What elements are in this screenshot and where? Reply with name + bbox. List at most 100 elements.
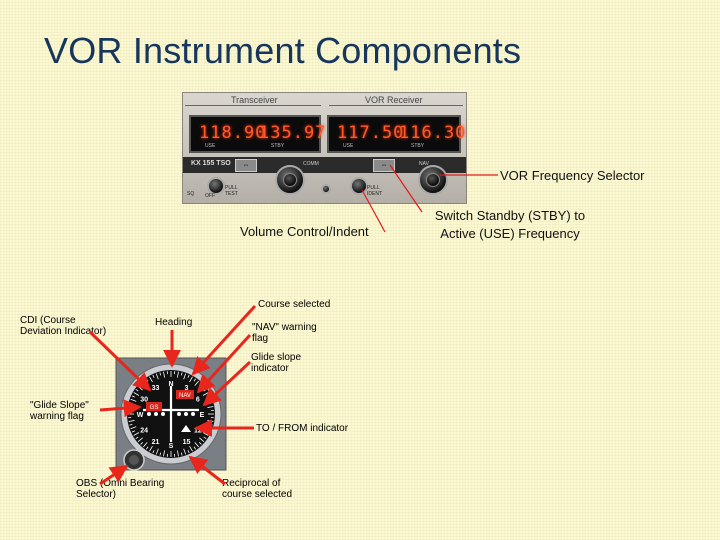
- slide-title: VOR Instrument Components: [44, 30, 522, 71]
- compass-tick: [189, 376, 193, 383]
- obs-knob[interactable]: [123, 449, 145, 471]
- com-frequency-knob[interactable]: [275, 165, 305, 195]
- compass-tick: [207, 406, 214, 408]
- glide-slope-indicator-label: Glide slope indicator: [251, 352, 302, 374]
- compass-tick: [128, 420, 135, 422]
- transceiver-label: Transceiver: [231, 95, 278, 105]
- com-volume-knob[interactable]: [207, 177, 225, 195]
- cdi-arrow: [88, 330, 152, 392]
- compass-tick: [202, 432, 209, 436]
- compass-mark: 21: [152, 439, 160, 446]
- compass-tick: [137, 386, 143, 391]
- compass-tick: [203, 389, 207, 392]
- compass-tick: [177, 371, 179, 378]
- nav-display: 117.50 116.30 USE STBY: [327, 115, 465, 153]
- compass-mark: N: [168, 381, 173, 388]
- compass-tick: [202, 392, 209, 396]
- transceiver-divider: [185, 105, 321, 106]
- off-label: OFF: [205, 193, 215, 199]
- volume-control-callout: Volume Control/Indent: [240, 224, 369, 239]
- cdi-label: CDI (Course Deviation Indicator): [20, 315, 107, 337]
- nav-stby-frequency: 116.30: [399, 123, 467, 143]
- compass-tick: [146, 446, 149, 450]
- compass-mark: E: [200, 412, 205, 419]
- compass-tick: [193, 378, 196, 382]
- compass-tick: [183, 373, 187, 380]
- glide-slope-flag-label: "Glide Slope" warning flag: [30, 400, 89, 422]
- compass-mark: 33: [152, 385, 160, 392]
- compass-tick: [205, 426, 212, 430]
- compass-tick: [177, 450, 179, 457]
- nav-swap-button[interactable]: ⇔: [373, 159, 395, 172]
- com-display: 118.90 135.97 USE STBY: [189, 115, 325, 153]
- compass-tick: [203, 436, 207, 439]
- compass-tick: [180, 372, 183, 376]
- compass-tick: [194, 380, 199, 386]
- compass-mark: 12: [194, 428, 202, 435]
- compass-tick: [152, 450, 155, 454]
- compass-tick: [152, 374, 155, 378]
- com-swap-button[interactable]: ⇔: [235, 159, 257, 172]
- com-use-frequency: 118.90: [199, 123, 267, 143]
- squelch-label: SQ: [187, 191, 195, 197]
- compass-tick: [130, 426, 137, 430]
- compass-tick: [207, 430, 211, 433]
- compass-tick: [133, 432, 140, 436]
- compass-tick: [155, 373, 159, 380]
- compass-tick: [143, 442, 148, 448]
- com-frequency-inner-knob[interactable]: [283, 173, 297, 187]
- nav-label: NAV: [419, 161, 429, 167]
- heading-label: Heading: [155, 317, 193, 328]
- compass-tick: [146, 378, 149, 382]
- pull-ident-label: PULL IDENT: [367, 185, 382, 197]
- compass-tick: [135, 436, 139, 439]
- switch-standby-callout: Switch Standby (STBY) to Active (USE) Fr…: [434, 208, 586, 241]
- receiver-divider: [329, 105, 463, 106]
- nav-volume-knob[interactable]: [350, 177, 368, 195]
- compass-tick: [189, 445, 193, 452]
- pull-test-label: PULL TEST: [225, 185, 238, 197]
- compass-tick: [199, 386, 205, 391]
- instrument-case: [116, 358, 226, 470]
- vor-receiver-label: VOR Receiver: [365, 95, 423, 105]
- instrument-case-border: [115, 357, 227, 471]
- compass-tick: [205, 398, 212, 402]
- compass-mark: S: [169, 443, 174, 450]
- nav-frequency-knob[interactable]: [418, 165, 448, 195]
- compass-tick: [159, 372, 162, 376]
- com-stby-label: STBY: [271, 143, 285, 149]
- compass-tick: [140, 383, 143, 386]
- compass-mark: W: [137, 412, 144, 419]
- compass-mark: 15: [183, 439, 191, 446]
- compass-tick: [180, 452, 183, 456]
- compass-tick: [209, 423, 213, 426]
- comm-label: COMM: [303, 161, 319, 167]
- nav-flag-arrow: [196, 333, 252, 394]
- photocell-icon: [321, 184, 331, 194]
- compass-tick: [193, 446, 196, 450]
- nav-frequency-inner-knob[interactable]: [426, 173, 440, 187]
- compass-tick: [194, 442, 199, 448]
- com-stby-frequency: 135.97: [259, 123, 327, 143]
- compass-tick: [129, 402, 133, 405]
- freq-selector-callout: VOR Frequency Selector: [500, 168, 645, 183]
- compass-tick: [207, 420, 214, 422]
- gs-flag-text: GS: [150, 405, 159, 411]
- nav-flag: [176, 390, 194, 399]
- instrument-face: [127, 370, 215, 458]
- reciprocal-label: Reciprocal of course selected: [222, 478, 293, 500]
- compass-tick: [159, 452, 162, 456]
- compass-tick: [137, 437, 143, 442]
- compass-tick: [187, 450, 190, 454]
- compass-tick: [163, 371, 165, 378]
- glide-slope-flag-arrow: [99, 399, 142, 418]
- compass-tick: [209, 402, 213, 405]
- compass-tick: [199, 383, 202, 386]
- nav-flag-label: "NAV" warning flag: [252, 322, 317, 344]
- compass-tick: [199, 437, 205, 442]
- compass-mark: 6: [196, 397, 200, 404]
- compass-mark: 24: [140, 428, 148, 435]
- compass-tick: [140, 442, 143, 445]
- obs-label: OBS (Omni Bearing Selector): [76, 478, 165, 500]
